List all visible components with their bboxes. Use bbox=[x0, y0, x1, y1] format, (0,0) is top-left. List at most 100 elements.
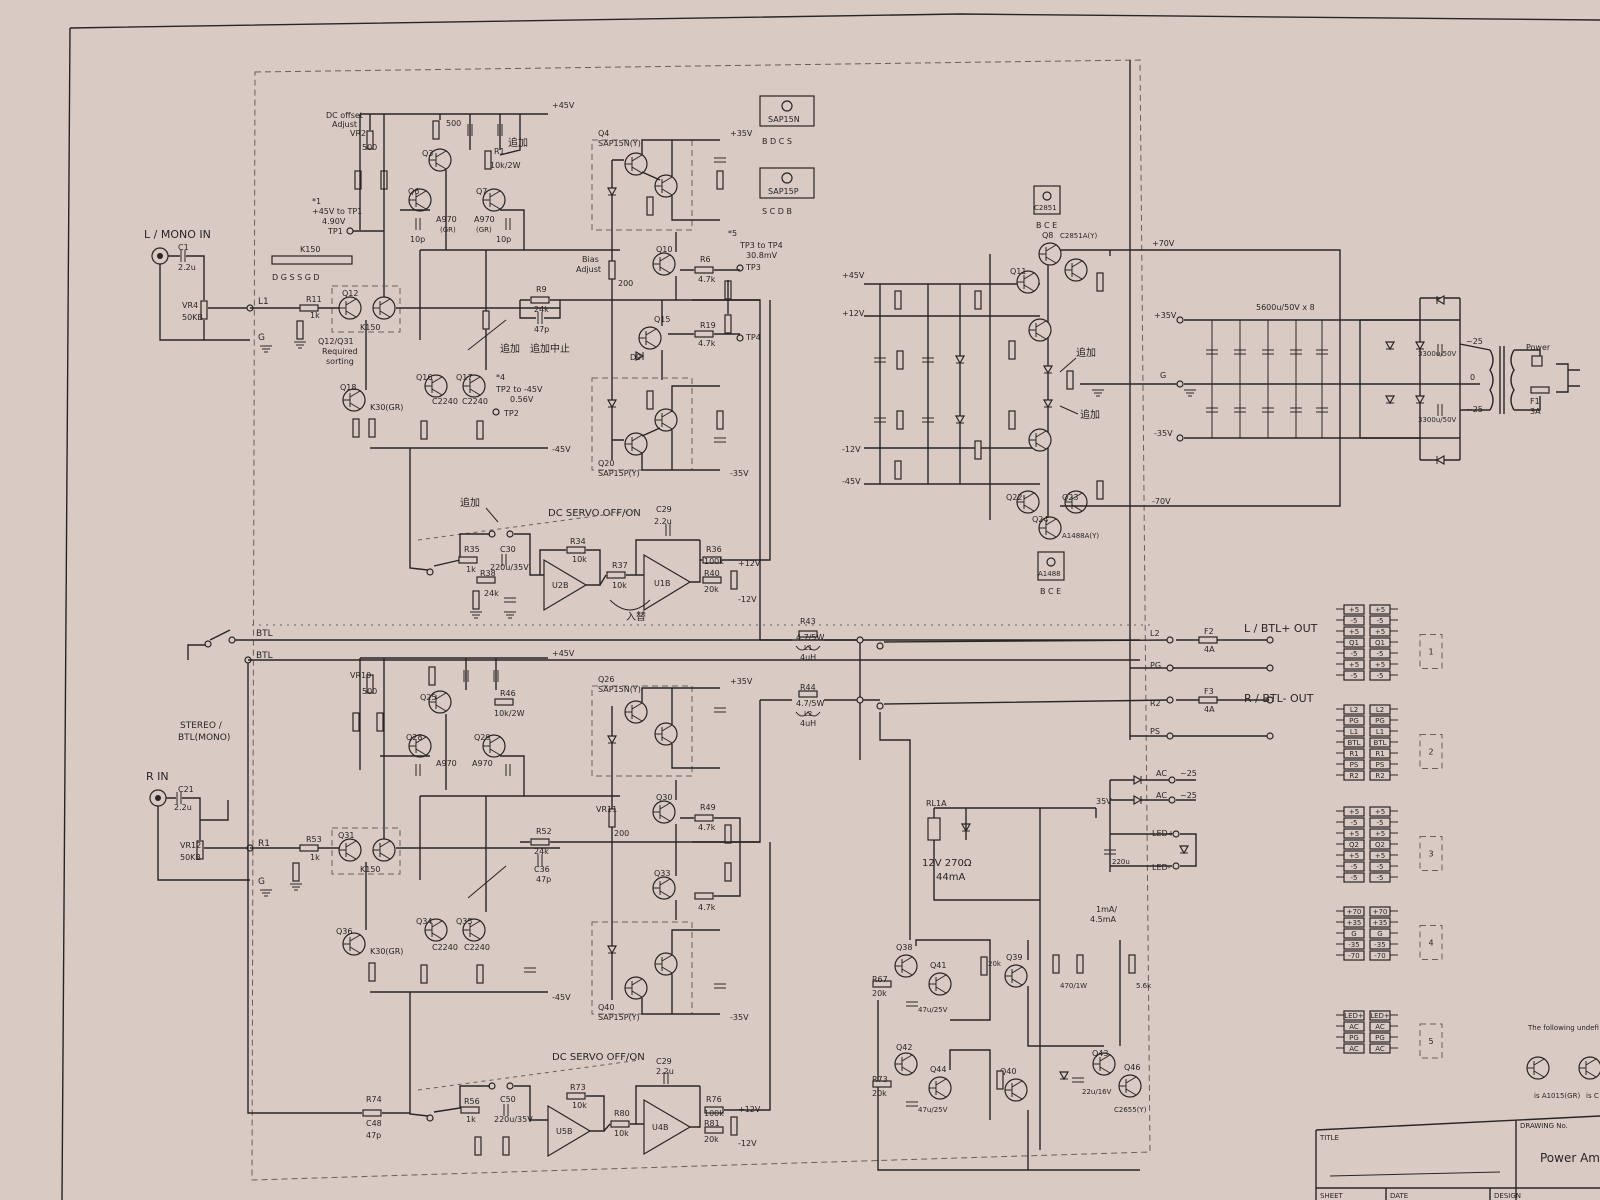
r36-value: 100k bbox=[704, 557, 724, 566]
connector-pin-label: +5 bbox=[1375, 830, 1385, 838]
q31-label: Q31 bbox=[338, 831, 354, 840]
g-label-1: G bbox=[258, 333, 265, 343]
r-btl-minus-out-terminal[interactable] bbox=[1266, 696, 1274, 704]
prot-q39-label: Q39 bbox=[1006, 953, 1022, 962]
connector-pin-label: PS bbox=[1376, 761, 1385, 769]
c2851-title: C2851 bbox=[1034, 204, 1057, 212]
r9-value: 24k bbox=[534, 305, 549, 314]
vr10-value: 500 bbox=[362, 687, 377, 696]
r56-label: R56 bbox=[464, 1097, 480, 1106]
connector-pin-label: R2 bbox=[1349, 772, 1358, 780]
q33-label: Q33 bbox=[654, 869, 670, 878]
k150-pinout bbox=[271, 255, 353, 265]
bottom-v45n-label: -45V bbox=[552, 993, 571, 1002]
r36-label: R36 bbox=[706, 545, 722, 554]
add-label-3: 追加 bbox=[460, 496, 480, 509]
prot-r67-label: R67 bbox=[872, 975, 888, 984]
connector-pin-label: +70 bbox=[1347, 908, 1362, 916]
ps-v35p-label: +35V bbox=[1154, 311, 1177, 320]
relay-label: RL1A bbox=[926, 799, 947, 808]
ps-cap-3300-a: 3300u/50V bbox=[1418, 350, 1457, 358]
u4b-label: U4B bbox=[652, 1123, 668, 1132]
q6-part: A970 bbox=[436, 215, 457, 224]
connector-pin-label: PG bbox=[1349, 717, 1359, 725]
prot-q41-label: Q41 bbox=[930, 961, 946, 970]
q17-label: Q17 bbox=[456, 373, 472, 382]
q18-label: Q18 bbox=[340, 383, 356, 392]
connector-pin-label: -5 bbox=[1377, 617, 1384, 625]
power-switch[interactable] bbox=[1531, 355, 1543, 367]
ps-v12p-label: +12V bbox=[842, 309, 865, 318]
r52-label: R52 bbox=[536, 827, 552, 836]
vr11-value: 200 bbox=[614, 829, 629, 838]
connector-pin-label: AC bbox=[1375, 1023, 1385, 1031]
r73b-label: R73 bbox=[570, 1083, 586, 1092]
connector-header-box bbox=[1419, 734, 1443, 769]
add-label-2: 追加 bbox=[500, 342, 520, 355]
prot-r73-label: R73 bbox=[872, 1075, 888, 1084]
tp3-label: TP3 bbox=[745, 263, 761, 272]
r34-label: R34 bbox=[570, 537, 586, 546]
c29-bottom-label: C29 bbox=[656, 1057, 672, 1066]
note1-c: 4.90V bbox=[322, 217, 346, 226]
u5b-label: U5B bbox=[556, 1127, 572, 1136]
btl-switch[interactable] bbox=[204, 640, 212, 648]
r49-value: 4.7k bbox=[698, 823, 716, 832]
connector-pin-label: -5 bbox=[1351, 617, 1358, 625]
prot-r470: 470/1W bbox=[1060, 982, 1087, 990]
connector-pin-label: +5 bbox=[1349, 606, 1359, 614]
relay-current: 44mA bbox=[936, 872, 965, 883]
connector-pin-label: LED+ bbox=[1344, 1012, 1364, 1020]
vr12-label: VR12 bbox=[180, 841, 201, 850]
prot-r67-value: 20k bbox=[872, 989, 887, 998]
u4b-opamp bbox=[643, 1098, 692, 1156]
k150-pinout-title: K150 bbox=[300, 245, 321, 254]
power-switch-label: Power bbox=[1526, 343, 1551, 352]
c29-bottom-value: 2.2u bbox=[656, 1067, 674, 1076]
r19-label: R19 bbox=[700, 321, 716, 330]
connector-id: 1 bbox=[1428, 648, 1433, 657]
title-block-date: DATE bbox=[1390, 1192, 1408, 1200]
connector-pin-label: Q2 bbox=[1375, 841, 1385, 849]
dc-servo-switch-bottom[interactable] bbox=[426, 1114, 434, 1122]
connector-pin-label: PG bbox=[1375, 1034, 1385, 1042]
r49-label: R49 bbox=[700, 803, 716, 812]
r53-value: 1k bbox=[310, 853, 320, 862]
r-btl-out-label: R / BTL- OUT bbox=[1244, 692, 1314, 705]
f1-value: 3A bbox=[1530, 407, 1541, 416]
l2-inductor-value: 4uH bbox=[800, 719, 816, 728]
connector-pin-label: +70 bbox=[1373, 908, 1388, 916]
prot-q46-part: C2655(Y) bbox=[1114, 1106, 1147, 1114]
connector-pin-label: -35 bbox=[1374, 941, 1385, 949]
sap15p-pins: S C D B bbox=[762, 207, 792, 216]
c29-top-value: 2.2u bbox=[654, 517, 672, 526]
connector-pin-label: -35 bbox=[1348, 941, 1359, 949]
tp4-label: TP4 bbox=[745, 333, 761, 342]
connector-pin-label: AC bbox=[1375, 1045, 1385, 1053]
connector-header-box bbox=[1419, 836, 1443, 871]
q4-label: Q4 bbox=[598, 129, 609, 138]
r80-label: R80 bbox=[614, 1109, 630, 1118]
vr4-label: VR4 bbox=[182, 301, 198, 310]
connector-pin-label: +5 bbox=[1349, 661, 1359, 669]
q18-part: K30(GR) bbox=[370, 403, 403, 412]
protection-ac25a: ~25 bbox=[1180, 769, 1197, 778]
sap15n-pins: B D C S bbox=[762, 137, 792, 146]
l-btl-plus-out-terminal[interactable] bbox=[1266, 636, 1274, 644]
connector-id: 5 bbox=[1428, 1037, 1433, 1046]
ps-v35n-label: -35V bbox=[1154, 429, 1173, 438]
protection-section: RL1A 12V 270Ω 44mA 35V AC AC ~25 ~25 220… bbox=[872, 769, 1197, 1171]
l1-inductor-value: 4uH bbox=[800, 653, 816, 662]
f3-label: F3 bbox=[1204, 687, 1214, 696]
q20-v35n-label: -35V bbox=[730, 469, 749, 478]
protection-v35-label: 35V bbox=[1096, 797, 1112, 806]
servo-top-v12n: -12V bbox=[738, 595, 757, 604]
right-amplifier-channel: +45V -45V VR10 500 Q25 R46 10k/2W Q28 Q2… bbox=[250, 649, 771, 1158]
q20-part: SAP15P(Y) bbox=[598, 469, 640, 478]
q28-label: Q28 bbox=[406, 733, 422, 742]
q10-label: Q10 bbox=[656, 245, 672, 254]
title-block-title: TITLE bbox=[1319, 1134, 1339, 1142]
dc-servo-switch-top[interactable] bbox=[426, 568, 434, 576]
